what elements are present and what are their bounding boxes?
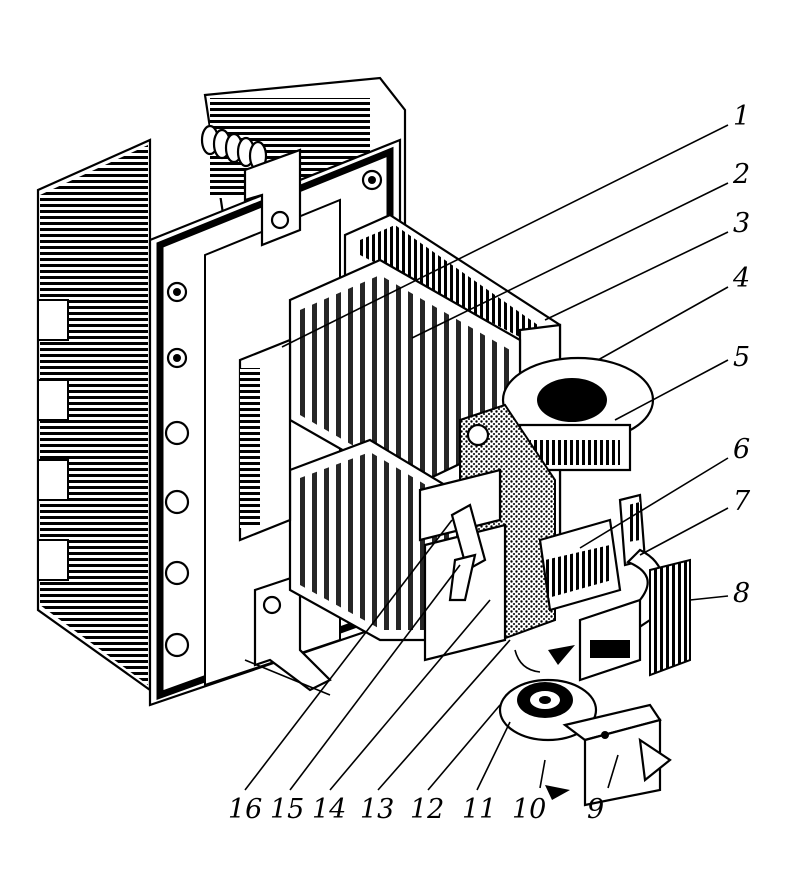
label-4: 4 <box>732 263 750 294</box>
contact-holder <box>418 403 556 662</box>
label-5: 5 <box>733 342 750 373</box>
label-15: 15 <box>270 794 304 825</box>
label-11: 11 <box>462 794 496 825</box>
direction-arrow <box>548 645 575 665</box>
part-labels: 1 2 3 4 5 6 7 8 9 10 11 12 13 14 15 16 <box>228 101 751 825</box>
label-10: 10 <box>512 794 546 825</box>
label-8: 8 <box>733 578 750 609</box>
side-bar <box>538 518 622 612</box>
label-7: 7 <box>733 486 751 517</box>
label-6: 6 <box>733 434 750 465</box>
label-9: 9 <box>587 794 604 825</box>
mounting-holes <box>164 169 383 658</box>
fixed-contact-bracket <box>562 703 672 807</box>
label-13: 13 <box>360 794 394 825</box>
label-16: 16 <box>228 794 262 825</box>
spring-wire <box>514 649 541 673</box>
label-14: 14 <box>312 794 346 825</box>
leader-lines <box>244 124 729 791</box>
label-1: 1 <box>733 101 750 132</box>
label-12: 12 <box>410 794 444 825</box>
label-2: 2 <box>732 159 750 190</box>
label-3: 3 <box>733 208 750 239</box>
direction-arrow <box>545 785 570 800</box>
coil-ring <box>501 356 655 472</box>
contact-arm <box>578 493 691 682</box>
